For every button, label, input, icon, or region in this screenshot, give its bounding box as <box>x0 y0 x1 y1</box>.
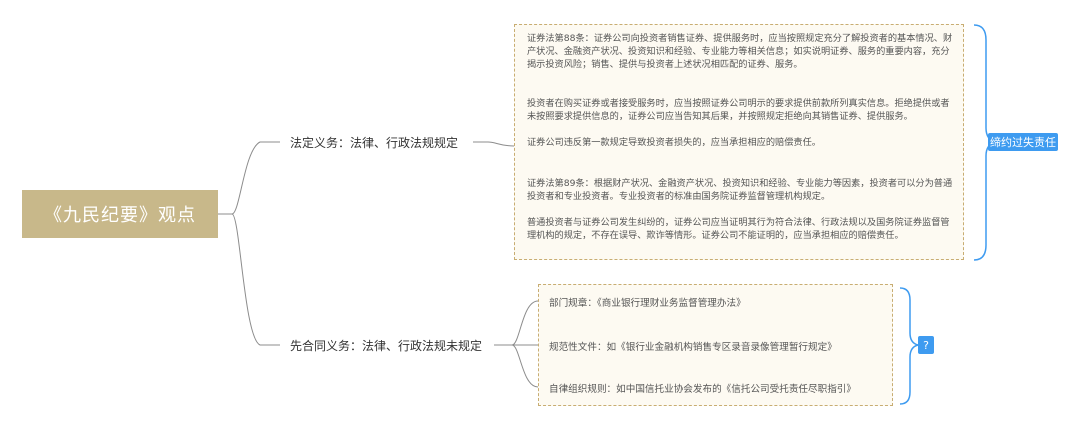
art88-paragraph-1: 证券法第88条：证券公司向投资者销售证券、提供服务时，应当按照规定充分了解投资者… <box>527 33 953 70</box>
precontract-item-normative-document: 规范性文件：如《银行业金融机构销售专区录音录像管理暂行规定》 <box>549 342 837 353</box>
art89-paragraph-2: 普通投资者与证券公司发生纠纷的，证券公司应当证明其行为符合法律、行政法规以及国务… <box>527 217 950 241</box>
art88-paragraph-2: 投资者在购买证券或者接受服务时，应当按照证券公司明示的要求提供前款所列真实信息。… <box>527 98 950 122</box>
root-node[interactable]: 《九民纪要》观点 <box>22 190 218 238</box>
precontract-item-self-regulatory-rule: 自律组织规则：如中国信托业协会发布的《信托公司受托责任尽职指引》 <box>549 384 856 395</box>
precontract-connector-1 <box>494 300 539 346</box>
branch-precontract-duty[interactable]: 先合同义务：法律、行政法规未规定 <box>290 339 483 353</box>
art89-paragraph-1: 证券法第89条：根据财产状况、金融资产状况、投资知识和经验、专业能力等因素，投资… <box>527 178 953 202</box>
root-label: 《九民纪要》观点 <box>44 205 196 226</box>
branch-statutory-duty[interactable]: 法定义务：法律、行政法规规定 <box>290 136 459 150</box>
unknown-tag[interactable]: ? <box>918 336 934 354</box>
liability-tag[interactable]: 缔约过失责任 <box>988 133 1058 151</box>
branch-connector-top <box>231 141 280 215</box>
precontract-connector-3 <box>511 344 539 388</box>
branch-connector-bottom <box>231 213 280 346</box>
statutory-box[interactable]: 证券法第88条：证券公司向投资者销售证券、提供服务时，应当按照规定充分了解投资者… <box>514 24 964 260</box>
unknown-brace <box>899 287 919 405</box>
precontract-box[interactable]: 部门规章：《商业银行理财业务监督管理办法》 规范性文件：如《银行业金融机构销售专… <box>538 284 893 406</box>
art88-paragraph-3: 证券公司违反第一款规定导致投资者损失的，应当承担相应的赔偿责任。 <box>527 137 821 148</box>
precontract-item-regulation: 部门规章：《商业银行理财业务监督管理办法》 <box>549 298 746 309</box>
statutory-connector <box>473 141 515 147</box>
